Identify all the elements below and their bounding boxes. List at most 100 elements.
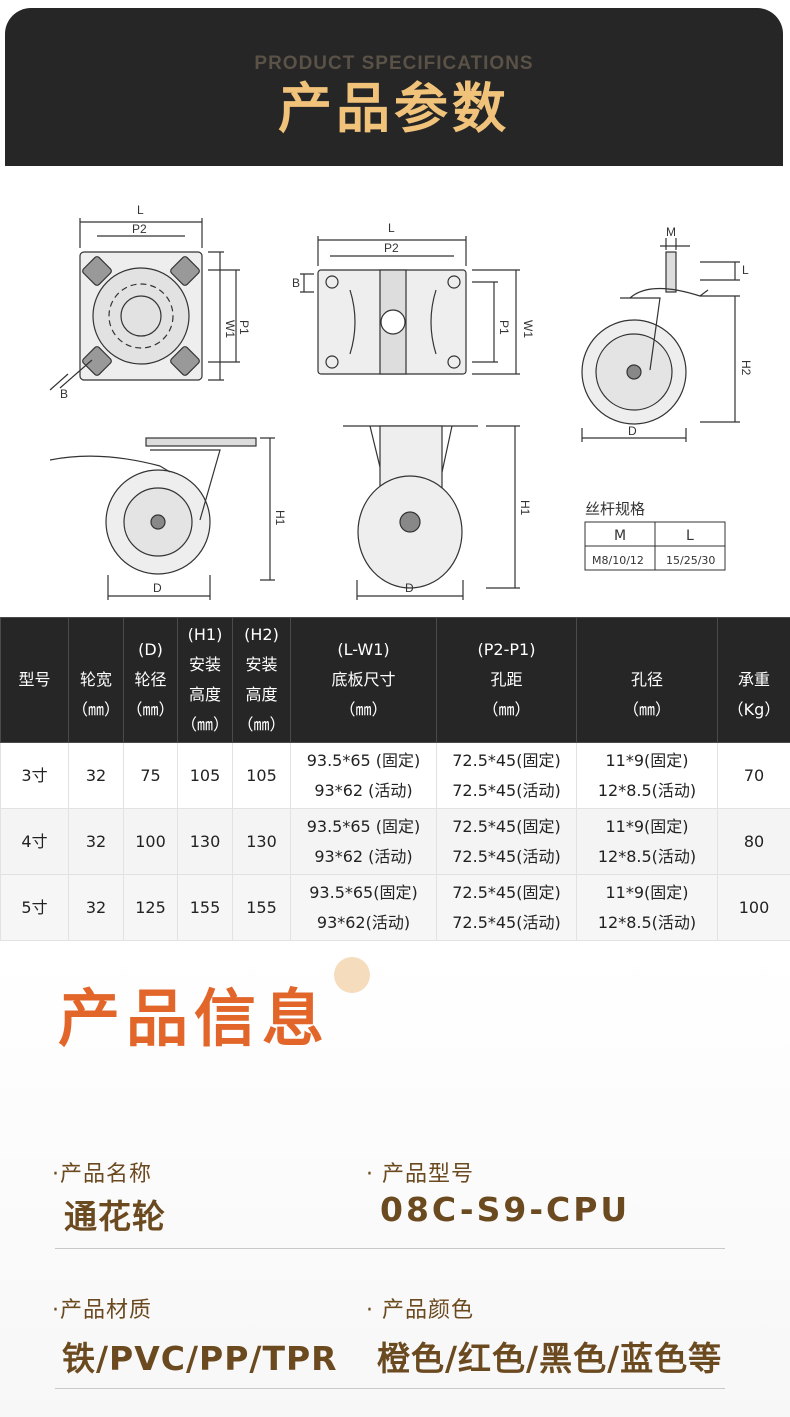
cell-line: 72.5*45(固定) [452, 750, 561, 770]
header-line: 高度 [188, 685, 221, 704]
cell-line: 11*9(固定) [605, 882, 689, 902]
cell-hole-spacing: 72.5*45(固定)72.5*45(活动) [436, 808, 577, 875]
header-line: 型号 [18, 670, 51, 689]
header-line: （Kg） [727, 700, 781, 719]
label-D-4: D [153, 581, 162, 595]
cell-model: 4寸 [0, 808, 69, 875]
header-line: 孔距 [490, 670, 523, 689]
label-L-2: L [388, 221, 395, 235]
cell-load: 80 [717, 808, 790, 875]
header-line: 安装 [188, 655, 221, 674]
header-h2: (H2)安装高度（㎜） [232, 617, 291, 743]
cell-model: 5寸 [0, 874, 69, 941]
header-line [1, 695, 68, 725]
label-M: M [666, 225, 676, 239]
cell-h2: 130 [232, 808, 291, 875]
header-model: 型号 [0, 617, 69, 743]
threaded-stem-drawing [581, 238, 740, 442]
fixed-plate-drawing [300, 236, 520, 375]
header-line: 底板尺寸 [331, 670, 396, 689]
header-line: （㎜） [622, 700, 671, 719]
header-line [69, 635, 123, 665]
screw-spec-header-m: M [614, 528, 626, 544]
cell-width: 32 [68, 742, 124, 809]
header-line: （㎜） [482, 700, 531, 719]
cell-h2: 105 [232, 742, 291, 809]
cell-line: 72.5*45(固定) [452, 882, 561, 902]
header-h1: (H1) 安装高度 （㎜） [177, 617, 233, 743]
cell-plate: 93.5*65 (固定)93*62 (活动) [290, 742, 437, 809]
product-model-label: · 产品型号 [366, 1162, 474, 1187]
product-material-label: ·产品材质 [52, 1298, 152, 1323]
header-title: 产品参数 [278, 77, 510, 140]
cell-h1: 155 [177, 874, 233, 941]
screw-spec-title: 丝杆规格 [585, 500, 645, 518]
cell-line: 93*62 (活动) [314, 780, 413, 800]
header-line: （㎜） [71, 700, 120, 719]
label-P1-2: P1 [497, 320, 511, 335]
label-W1-2: W1 [521, 320, 535, 338]
header-line: (H2) [244, 625, 279, 644]
caster-drawings: L P2 W1 P1 B L P2 P1 W1 B M L H2 D H1 D … [49, 203, 753, 600]
label-D-5: D [405, 581, 414, 595]
label-L-1: L [137, 203, 144, 217]
cell-h1: 105 [177, 742, 233, 809]
divider [55, 1248, 725, 1249]
product-name-label: ·产品名称 [52, 1162, 152, 1187]
cell-hole-spacing: 72.5*45(固定) 72.5*45(活动) [436, 874, 577, 941]
product-name-value: 通花轮 [64, 1197, 166, 1236]
cell-hole-dia: 11*9(固定)12*8.5(活动) [576, 808, 718, 875]
dimension-diagrams: L P2 W1 P1 B L P2 P1 W1 B M L H2 D H1 D … [0, 170, 790, 615]
product-color-label: · 产品颜色 [366, 1298, 474, 1323]
cell-line: 12*8.5(活动) [597, 846, 697, 866]
label-P2-2: P2 [384, 241, 399, 255]
header-line: (D) [138, 640, 163, 659]
header-line: 高度 [245, 685, 278, 704]
screw-spec-value-l: 15/25/30 [666, 554, 715, 567]
product-material-value: 铁/PVC/PP/TPR [62, 1339, 338, 1378]
header-line [577, 635, 717, 665]
cell-line: 72.5*45(活动) [452, 912, 561, 932]
fixed-caster-drawing [343, 425, 520, 600]
label-D-3: D [628, 424, 637, 438]
info-title: 产品信息 [58, 982, 331, 1055]
label-H1-4: H1 [273, 510, 287, 526]
label-P2-1: P2 [132, 222, 147, 236]
header-hole-spacing: (P2-P1)孔距（㎜） [436, 617, 577, 743]
label-H2: H2 [739, 360, 753, 376]
label-P1-1: P1 [237, 320, 251, 335]
cell-hole-dia: 11*9(固定)12*8.5(活动) [576, 874, 718, 941]
header-plate: (L-W1)底板尺寸（㎜） [290, 617, 437, 743]
cell-hole-spacing: 72.5*45(固定)72.5*45(活动) [436, 742, 577, 809]
screw-spec-value-m: M8/10/12 [592, 554, 644, 567]
header-subtitle: PRODUCT SPECIFICATIONS [254, 53, 534, 74]
header-line: 孔径 [630, 670, 663, 689]
header-line [1, 635, 68, 665]
cell-plate: 93.5*65(固定) 93*62(活动) [290, 874, 437, 941]
decorative-dot [334, 957, 370, 993]
divider [55, 1388, 725, 1389]
section-header: PRODUCT SPECIFICATIONS 产品参数 [5, 8, 783, 166]
cell-load: 100 [717, 874, 790, 941]
label-B-1: B [60, 387, 68, 401]
cell-diameter: 75 [123, 742, 178, 809]
header-line: （㎜） [237, 715, 286, 734]
cell-hole-dia: 11*9(固定)12*8.5(活动) [576, 742, 718, 809]
cell-line: 93*62(活动) [316, 912, 411, 932]
header-width: 轮宽（㎜） [68, 617, 124, 743]
cell-line: 93.5*65(固定) [309, 882, 418, 902]
cell-width: 32 [68, 808, 124, 875]
header-load: 承重（Kg） [717, 617, 790, 743]
header-line: (L-W1) [337, 640, 390, 659]
info-section [0, 947, 790, 1417]
cell-h2: 155 [232, 874, 291, 941]
screw-spec-header-l: L [686, 528, 694, 544]
swivel-plate-drawing [49, 218, 240, 391]
screw-spec-table: 丝杆规格 M L M8/10/12 15/25/30 [584, 500, 726, 571]
brake-caster-drawing [49, 437, 275, 600]
product-color-value: 橙色/红色/黑色/蓝色等 [377, 1339, 723, 1378]
header-line: （㎜） [180, 715, 229, 734]
header-line: (H1) [187, 625, 223, 644]
